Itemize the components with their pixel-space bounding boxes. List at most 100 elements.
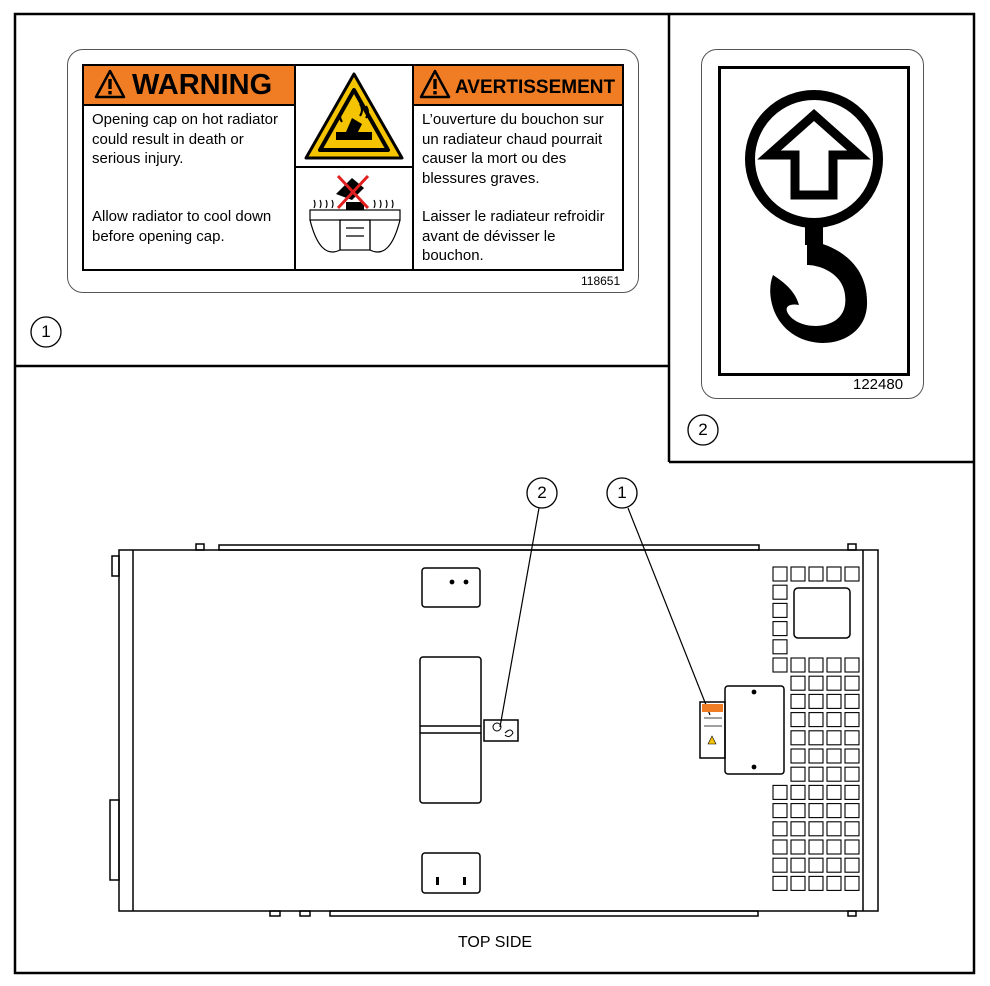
grille-cell <box>826 821 842 837</box>
grille-cell <box>790 803 806 819</box>
grille-cell <box>808 675 824 691</box>
grille-cell <box>772 821 788 837</box>
panel1-callout-circle <box>30 316 62 348</box>
view-caption: TOP SIDE <box>457 934 533 951</box>
grille-cell <box>790 839 806 855</box>
grille-cell <box>808 839 824 855</box>
grille-cell <box>790 675 806 691</box>
machine-top-view <box>109 543 879 917</box>
machine-callout1-number: 1 <box>617 483 627 502</box>
grille-cell <box>790 730 806 746</box>
grille-cell <box>772 584 788 600</box>
warning-decal: WARNING Opening cap on hot radiator coul… <box>67 49 639 293</box>
hazard-pictogram <box>296 66 412 168</box>
grille-cell <box>808 748 824 764</box>
lift-point-decal: 122480 <box>701 49 924 399</box>
grille-cell <box>772 857 788 873</box>
grille-cell <box>772 803 788 819</box>
warning-text-fr-instruction: Laisser le radiateur refroidir avant de … <box>422 208 605 264</box>
grille-cell <box>808 803 824 819</box>
grille-cell <box>790 857 806 873</box>
grille-cell <box>808 730 824 746</box>
grille-cell <box>844 712 860 728</box>
grille-cell <box>772 566 788 582</box>
grille-cell <box>808 566 824 582</box>
hot-radiator-burn-icon <box>304 72 404 160</box>
outer-frame <box>13 12 976 975</box>
grille-cell <box>844 675 860 691</box>
grille-cell <box>826 857 842 873</box>
grille-cell <box>844 803 860 819</box>
grille-cell <box>826 784 842 800</box>
grille-cell <box>808 766 824 782</box>
panel2-callout-number: 2 <box>698 420 708 439</box>
machine-callout1-circle <box>606 477 638 509</box>
grille-cell <box>808 857 824 873</box>
grille-cell <box>808 784 824 800</box>
grille-cell <box>772 875 788 891</box>
warning-decal-body: WARNING Opening cap on hot radiator coul… <box>82 64 624 271</box>
grille-cell <box>826 839 842 855</box>
caution-triangle-icon <box>94 69 126 99</box>
grille-cell <box>772 602 788 618</box>
machine-lift-decal-mini <box>492 722 514 738</box>
grille-cell <box>790 566 806 582</box>
grille-cell <box>772 839 788 855</box>
lift-up-arrow-icon <box>745 90 883 228</box>
grille-cell <box>844 766 860 782</box>
radiator-grille <box>772 566 860 891</box>
grille-cell <box>826 766 842 782</box>
grille-cell <box>826 748 842 764</box>
lifting-hook-icon <box>745 90 883 343</box>
machine-warning-decal-mini <box>702 704 723 745</box>
grille-cell <box>790 657 806 673</box>
warning-pictogram-column <box>296 66 414 269</box>
grille-cell <box>844 821 860 837</box>
grille-cell <box>772 639 788 655</box>
grille-cell <box>826 566 842 582</box>
grille-cell <box>844 693 860 709</box>
grille-cell <box>772 657 788 673</box>
grille-cell <box>826 693 842 709</box>
grille-cell <box>844 748 860 764</box>
warning-text-en-instruction: Allow radiator to cool down before openi… <box>92 208 272 245</box>
no-open-hot-cap-icon <box>309 174 401 253</box>
grille-cell <box>772 784 788 800</box>
grille-cell <box>790 821 806 837</box>
warning-title: WARNING <box>132 69 273 101</box>
caution-triangle-icon <box>419 69 451 99</box>
grille-cell <box>808 712 824 728</box>
grille-cell <box>790 712 806 728</box>
avoidance-pictogram <box>296 168 412 269</box>
grille-cell <box>790 693 806 709</box>
lift-decal-part-number: 122480 <box>853 376 904 393</box>
avertissement-header: AVERTISSEMENT <box>414 66 622 106</box>
warning-text-fr-hazard: L’ouverture du bouchon sur un radiateur … <box>422 111 604 187</box>
grille-cell <box>826 803 842 819</box>
warning-header: WARNING <box>84 66 294 106</box>
grille-cell <box>844 857 860 873</box>
grille-cell <box>826 730 842 746</box>
grille-cell <box>844 839 860 855</box>
grille-cell <box>790 784 806 800</box>
machine-callout2-number: 2 <box>537 483 547 502</box>
grille-cell <box>826 712 842 728</box>
grille-cell <box>844 784 860 800</box>
grille-cell <box>844 566 860 582</box>
grille-cell <box>808 693 824 709</box>
grille-cell <box>808 657 824 673</box>
panel2-callout-circle <box>687 414 719 446</box>
grille-cell <box>790 766 806 782</box>
machine-callout2-circle <box>526 477 558 509</box>
grille-cell <box>826 875 842 891</box>
grille-cell <box>790 875 806 891</box>
leader-line-1 <box>627 507 711 716</box>
warning-english-column: WARNING Opening cap on hot radiator coul… <box>84 66 296 269</box>
panel1-callout-number: 1 <box>41 322 51 341</box>
grille-cell <box>844 730 860 746</box>
grille-cell <box>826 657 842 673</box>
leader-line-2 <box>499 507 540 728</box>
grille-cell <box>826 675 842 691</box>
grille-cell <box>844 657 860 673</box>
warning-decal-part-number: 118651 <box>581 274 621 288</box>
